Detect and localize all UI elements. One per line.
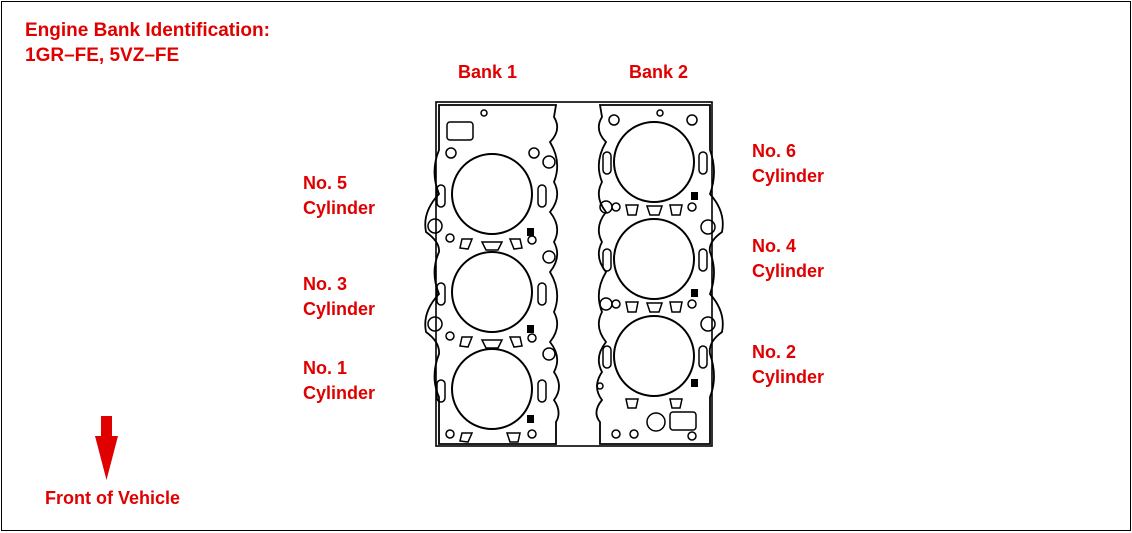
- down-arrow-icon: [95, 416, 118, 480]
- cylinder-1-label: No. 1 Cylinder: [303, 356, 375, 406]
- bank-1-label: Bank 1: [458, 62, 518, 82]
- head-outline: [435, 101, 713, 447]
- cylinder-1-number: No. 1: [303, 358, 348, 378]
- bank-1-bore-1: [451, 348, 533, 430]
- bank-2-bore-6: [613, 121, 695, 203]
- bank-1-bore-5: [451, 153, 533, 235]
- cylinder-4-label: No. 4 Cylinder: [752, 234, 824, 284]
- cylinder-3-number: No. 3: [303, 274, 348, 294]
- cylinder-5-label: No. 5 Cylinder: [303, 171, 375, 221]
- bank-2-bore-2: [613, 315, 695, 397]
- cylinder-1-word: Cylinder: [303, 383, 376, 403]
- cylinder-3-label: No. 3 Cylinder: [303, 272, 375, 322]
- cylinder-3-word: Cylinder: [303, 299, 376, 319]
- cylinder-5-number: No. 5: [303, 173, 348, 193]
- title-line-1: Engine Bank Identification:: [25, 20, 270, 41]
- bank-1-gasket-outline: [424, 104, 560, 445]
- bank-2-details: [596, 109, 716, 441]
- bank-2-label: Bank 2: [629, 62, 689, 82]
- cylinder-6-number: No. 6: [752, 141, 797, 161]
- bank-1-bore-3: [451, 251, 533, 333]
- cylinder-6-label: No. 6 Cylinder: [752, 139, 824, 189]
- cylinder-2-label: No. 2 Cylinder: [752, 340, 824, 390]
- diagram-title: Engine Bank Identification: 1GR–FE, 5VZ–…: [25, 18, 270, 68]
- bank-2-gasket-outline: [595, 104, 724, 445]
- cylinder-5-word: Cylinder: [303, 198, 376, 218]
- bank-1-markers: [527, 228, 534, 423]
- title-line-2: 1GR–FE, 5VZ–FE: [25, 45, 180, 66]
- cylinder-2-word: Cylinder: [752, 367, 825, 387]
- bank-2-markers: [691, 192, 698, 387]
- bank-1-details: [427, 109, 556, 443]
- cylinder-4-number: No. 4: [752, 236, 797, 256]
- bank-2-bore-4: [613, 218, 695, 300]
- cylinder-6-word: Cylinder: [752, 166, 825, 186]
- cylinder-4-word: Cylinder: [752, 261, 825, 281]
- front-of-vehicle-label: Front of Vehicle: [45, 488, 181, 508]
- cylinder-2-number: No. 2: [752, 342, 797, 362]
